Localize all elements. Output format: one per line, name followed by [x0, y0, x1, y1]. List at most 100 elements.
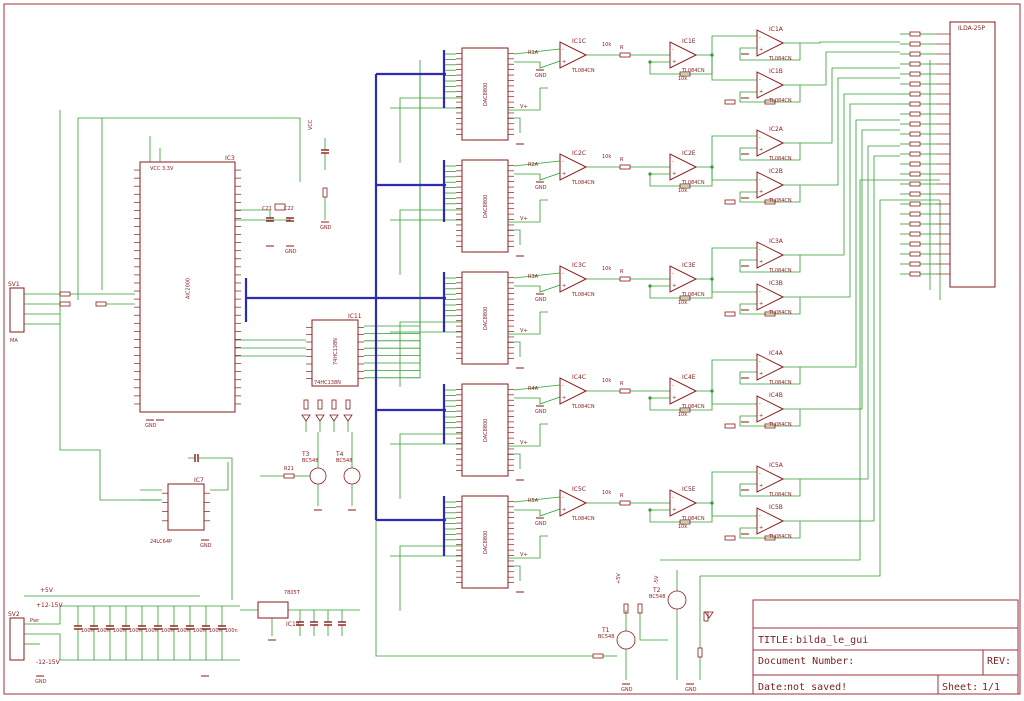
led — [329, 414, 339, 422]
resistor — [909, 151, 921, 157]
wire — [399, 209, 462, 275]
wire — [649, 166, 713, 187]
opamp-plus: + — [759, 89, 763, 95]
wire — [364, 88, 421, 342]
opamp-ref: IC3E — [682, 262, 696, 269]
ic-body — [167, 483, 205, 531]
wire — [399, 97, 462, 163]
wire — [508, 341, 521, 357]
resistor — [909, 241, 921, 247]
title-label: TITLE: — [758, 635, 794, 646]
ground-label: GND — [535, 521, 547, 527]
resistor — [909, 261, 921, 267]
opamp-ref: IC3C — [572, 262, 586, 269]
opamp-value: TL084CN — [681, 180, 705, 186]
opamp-plus: + — [759, 147, 763, 153]
opamp-body — [559, 377, 588, 405]
resistor — [909, 61, 921, 67]
junction-dot — [648, 396, 652, 400]
resistor — [909, 161, 921, 167]
wire — [739, 408, 801, 427]
transistor — [309, 467, 327, 485]
capacitor-value: 100n — [145, 628, 158, 634]
title-value: bilda_le_gui — [796, 635, 868, 646]
resistor-value: 10k — [678, 412, 687, 418]
crystal — [274, 203, 286, 211]
wire — [364, 60, 421, 327]
opamp-body — [756, 465, 785, 493]
resistor-label: R — [620, 381, 624, 387]
wire — [508, 535, 548, 559]
opamp-ref: IC5B — [769, 504, 783, 511]
wire — [660, 179, 940, 561]
opamp-minus: - — [562, 271, 564, 277]
opamp-value: TL084CN — [768, 268, 792, 274]
wire — [711, 55, 757, 81]
opamp-minus: - — [759, 289, 761, 295]
transistor — [667, 590, 687, 610]
opamp-plus: + — [759, 301, 763, 307]
wire — [508, 229, 521, 245]
wire — [514, 284, 561, 293]
sheet-value: 1/1 — [982, 682, 1000, 693]
wire — [508, 453, 521, 469]
decoder-value: 74HC138N — [314, 380, 341, 386]
resistor — [909, 81, 921, 87]
power-net-neg: -12-15V — [36, 659, 61, 666]
resistor-label: R21 — [284, 466, 294, 472]
ground-label: GND — [535, 297, 547, 303]
junction-dot — [648, 508, 652, 512]
resistor-label: R — [620, 157, 624, 163]
opamp-value: TL084CN — [571, 292, 595, 298]
wire — [711, 391, 757, 405]
opamp-minus: - — [562, 383, 564, 389]
opamp-ref: IC2C — [572, 150, 586, 157]
opamp-minus: - — [759, 135, 761, 141]
resistor — [724, 535, 736, 541]
wire — [513, 160, 561, 167]
capacitor-value: 100n — [81, 628, 94, 634]
opamp-plus: + — [759, 371, 763, 377]
opamp-plus: + — [672, 171, 676, 177]
opamp-minus: - — [672, 159, 674, 165]
resistor — [619, 52, 631, 58]
opamp-plus: + — [759, 525, 763, 531]
opamp-value: TL084CN — [571, 68, 595, 74]
resistor — [679, 519, 691, 525]
opamp-plus: + — [562, 507, 566, 513]
date-label: Date: — [758, 682, 788, 693]
wire — [78, 117, 301, 182]
ic-value: DAC8800 — [483, 531, 489, 554]
resistor — [619, 500, 631, 506]
resistor — [909, 141, 921, 147]
ground-label: GND — [535, 73, 547, 79]
resistor-label: R — [620, 45, 624, 51]
resistor — [619, 276, 631, 282]
opamp-body — [669, 41, 698, 69]
sv2-ref: SV2 — [8, 611, 20, 618]
ic-ref: IC11 — [348, 313, 362, 320]
resistor — [724, 199, 736, 205]
opamp-ref: IC1C — [572, 38, 586, 45]
ground-label: GND — [621, 687, 633, 693]
transistor-ref: T4 — [335, 451, 344, 458]
resistor — [909, 221, 921, 227]
resistor — [909, 121, 921, 127]
resistor — [59, 291, 71, 297]
opamp-plus: + — [759, 483, 763, 489]
wire — [739, 184, 801, 203]
sheet-label: Sheet: — [942, 682, 978, 693]
opamp-plus: + — [759, 189, 763, 195]
opamp-minus: - — [759, 35, 761, 41]
resistor — [909, 201, 921, 207]
opamp-value: TL084CN — [768, 422, 792, 428]
wire — [800, 145, 900, 480]
opamp-body — [669, 153, 698, 181]
opamp-minus: - — [759, 471, 761, 477]
wire — [513, 496, 561, 503]
transistor-value: BC548 — [336, 458, 352, 464]
